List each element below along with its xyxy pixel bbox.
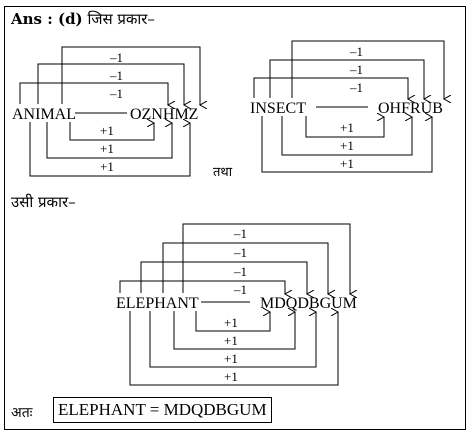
minus-label: –1 xyxy=(349,80,363,95)
minus-label: –1 xyxy=(233,282,247,297)
minus-arrow xyxy=(162,242,328,294)
plus-arrow xyxy=(281,116,412,156)
plus-arrow xyxy=(149,311,316,368)
connector-text: तथा xyxy=(213,165,233,180)
plus-label: +1 xyxy=(340,120,354,135)
plus-arrow xyxy=(305,116,384,138)
plus-label: +1 xyxy=(100,123,114,138)
minus-arrow xyxy=(291,40,444,99)
plus-label: +1 xyxy=(224,315,238,330)
minus-arrow xyxy=(61,46,200,105)
minus-arrow xyxy=(19,82,168,105)
minus-arrow xyxy=(119,280,285,294)
answer-prefix: Ans : (d) xyxy=(11,10,83,28)
plus-label: +1 xyxy=(100,159,114,174)
source-word: INSECT xyxy=(250,100,306,117)
minus-arrow xyxy=(182,223,350,294)
minus-label: –1 xyxy=(109,68,123,83)
plus-label: +1 xyxy=(224,351,238,366)
same-way-text: उसी प्रकार– xyxy=(11,193,76,211)
answer-heading: Ans : (d) जिस प्रकार– xyxy=(11,12,155,27)
plus-arrow xyxy=(195,311,270,332)
plus-label: +1 xyxy=(224,333,238,348)
minus-arrow xyxy=(140,261,307,294)
minus-label: –1 xyxy=(109,86,123,101)
solution-card: Ans : (d) जिस प्रकार– उसी प्रकार– अतः EL… xyxy=(4,6,466,430)
minus-arrow xyxy=(269,59,424,99)
source-word: ANIMAL xyxy=(12,106,76,123)
plus-arrow xyxy=(46,122,172,159)
target-word: OHFRUB xyxy=(378,100,443,117)
plus-label: +1 xyxy=(340,138,354,153)
plus-label: +1 xyxy=(224,369,238,384)
conclusion-label: अतः xyxy=(11,405,33,421)
heading-text: जिस प्रकार– xyxy=(87,10,155,28)
minus-label: –1 xyxy=(233,226,247,241)
plus-arrow xyxy=(261,116,432,173)
minus-label: –1 xyxy=(349,62,363,77)
plus-arrow xyxy=(129,311,338,386)
plus-label: +1 xyxy=(340,156,354,171)
source-word: ELEPHANT xyxy=(116,295,199,312)
minus-label: –1 xyxy=(349,44,363,59)
diagram-elephant: ELEPHANT MDQDBGUM –1 –1 –1 –1 +1 +1 +1 +… xyxy=(116,223,357,386)
diagram-insect: INSECT OHFRUB –1 –1 –1 +1 +1 +1 xyxy=(250,40,444,173)
minus-label: –1 xyxy=(233,245,247,260)
target-word: MDQDBGUM xyxy=(260,295,357,312)
minus-label: –1 xyxy=(233,264,247,279)
plus-label: +1 xyxy=(100,141,114,156)
diagram-animal: ANIMAL OZNHMZ –1 –1 –1 +1 +1 +1 xyxy=(12,46,200,177)
plus-arrow xyxy=(173,311,295,350)
minus-arrow xyxy=(253,77,408,99)
final-answer-box: ELEPHANT = MDQDBGUM xyxy=(53,397,272,423)
minus-label: –1 xyxy=(109,50,123,65)
minus-arrow xyxy=(37,63,184,105)
plus-arrow xyxy=(29,122,190,177)
plus-arrow xyxy=(69,122,154,141)
target-word: OZNHMZ xyxy=(130,106,198,123)
